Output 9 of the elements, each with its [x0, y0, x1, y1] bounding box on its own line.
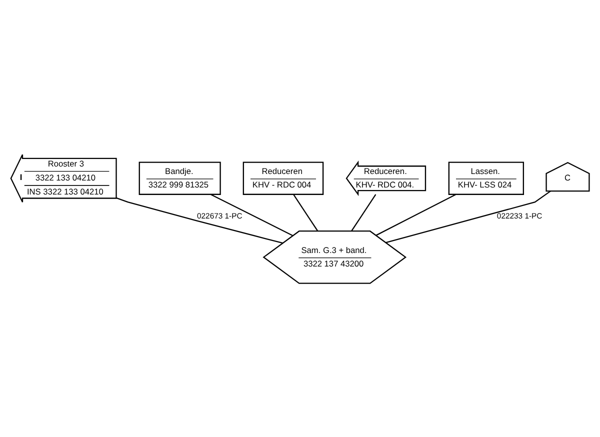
connector: [210, 193, 294, 236]
connector: [376, 193, 456, 236]
connector: [351, 194, 376, 231]
node-box: Bandje. 3322 999 81325: [138, 161, 221, 194]
connector: [386, 190, 551, 243]
node-box: Lassen. KHV- LSS 024: [448, 161, 524, 194]
connector: [293, 194, 318, 231]
connector: [116, 196, 283, 244]
node-box: Reduceren KHV - RDC 004: [242, 161, 324, 194]
